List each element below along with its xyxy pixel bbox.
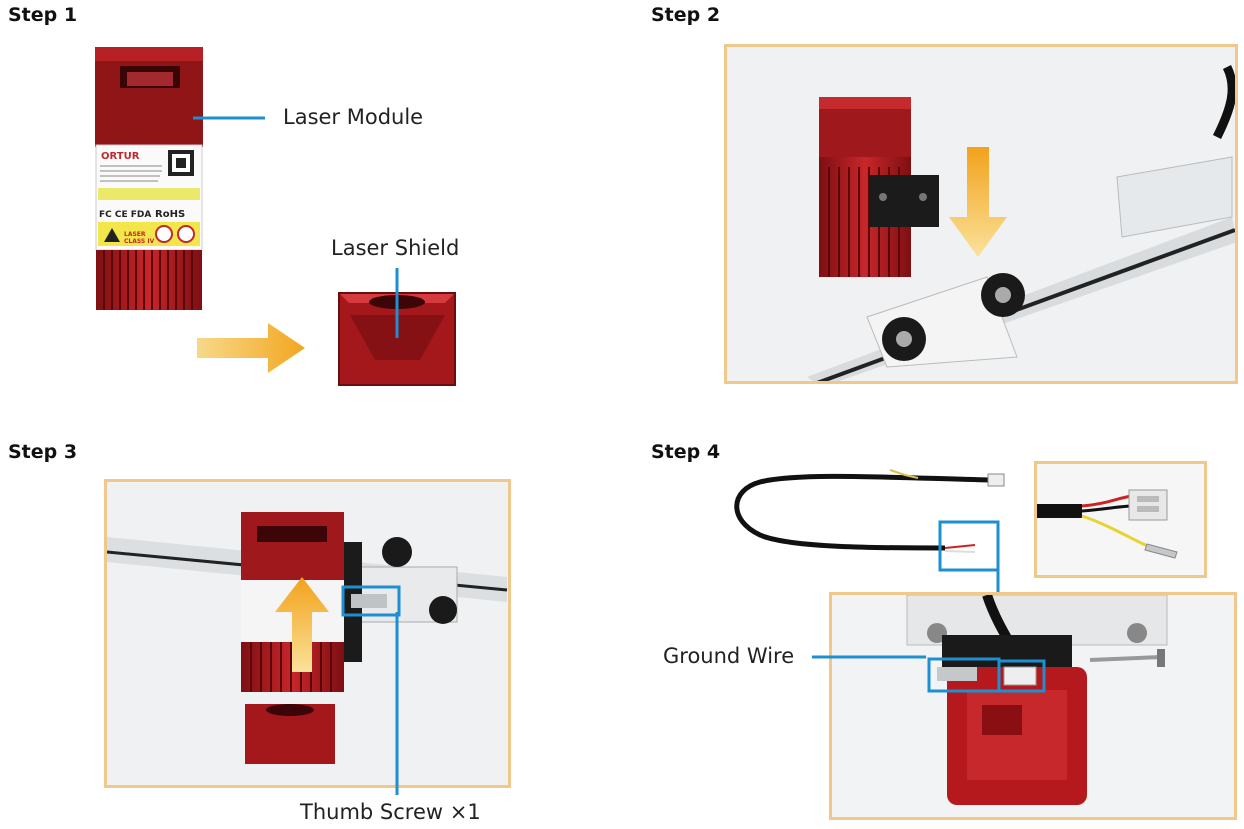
step-1-title: Step 1: [8, 4, 78, 26]
thumb-screw-highlight: [341, 585, 401, 617]
step-3-title: Step 3: [8, 441, 78, 463]
laser-shield-label: Laser Shield: [331, 236, 460, 260]
step-4-main-photo: [829, 592, 1237, 820]
step-3-arrow: [275, 577, 329, 672]
connector-highlight: [938, 520, 1000, 572]
ground-wire-label: Ground Wire: [663, 644, 795, 668]
step-2-arrow: [949, 147, 1007, 257]
laser-module-label: Laser Module: [283, 105, 424, 129]
module-brand: ORTUR: [101, 151, 140, 162]
step-4-inset-photo: [1034, 461, 1207, 578]
laser-module-image: ORTUR FC CE FDA RoHS LASER CLASS IV: [95, 47, 203, 310]
step-1-illustration: ORTUR FC CE FDA RoHS LASER CLASS IV: [95, 47, 456, 386]
step-2-title: Step 2: [651, 4, 721, 26]
module-laser-warning: LASER: [124, 231, 146, 238]
step-2-photo: [724, 44, 1238, 384]
step-4-title: Step 4: [651, 441, 721, 463]
step-3-photo: [104, 479, 511, 788]
module-rohs: RoHS: [155, 209, 185, 220]
module-laser-class: CLASS IV: [124, 238, 155, 245]
thumb-screw-label: Thumb Screw ×1: [300, 800, 481, 824]
step-1-arrow: [197, 323, 305, 373]
module-certifications: FC CE FDA: [99, 210, 151, 220]
